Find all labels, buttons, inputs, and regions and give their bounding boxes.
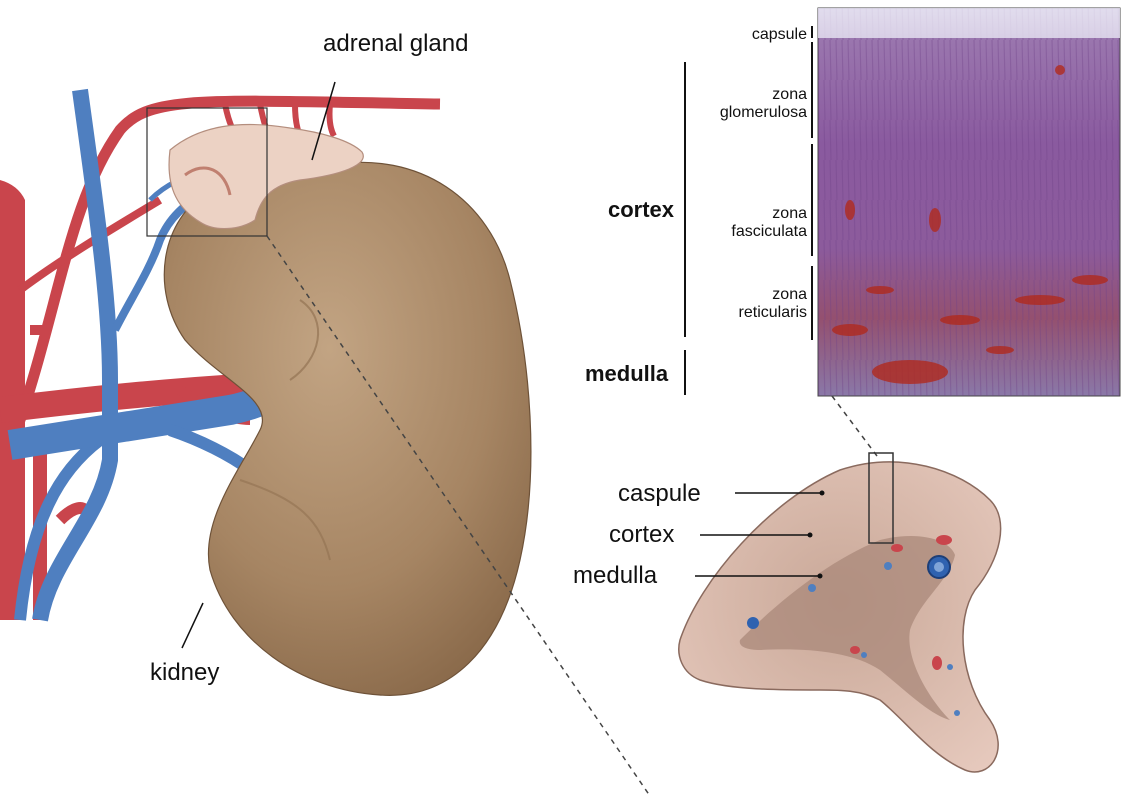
adrenal-cross-section (679, 453, 1001, 772)
histology-capsule-layer (818, 8, 1120, 38)
section-medulla-dot (818, 574, 823, 579)
adrenal-gland-label: adrenal gland (323, 31, 468, 57)
section-capsule-label: caspule (618, 481, 701, 507)
medulla-heading: medulla (585, 362, 668, 386)
arteriole-4 (330, 104, 335, 136)
cortex-heading: cortex (608, 198, 674, 222)
section-cortex-dot (808, 533, 813, 538)
section-medulla-label: medulla (573, 563, 657, 589)
zona-reticularis-label: zona reticularis (739, 286, 807, 321)
zona-glomerulosa-label: zona glomerulosa (720, 86, 807, 121)
zona-fasciculata-label: zona fasciculata (731, 205, 807, 240)
histology-micrograph (818, 8, 1120, 396)
histology-connector-line (832, 396, 880, 460)
section-cortex-label: cortex (609, 522, 674, 548)
section-capsule-dot (820, 491, 825, 496)
kidney (164, 162, 531, 695)
renal-vein-branch (170, 430, 250, 470)
histology-texture (818, 8, 1120, 396)
kidney-label: kidney (150, 660, 219, 686)
histology-capsule-label: capsule (752, 26, 807, 44)
kidney-leader-line (182, 603, 203, 648)
